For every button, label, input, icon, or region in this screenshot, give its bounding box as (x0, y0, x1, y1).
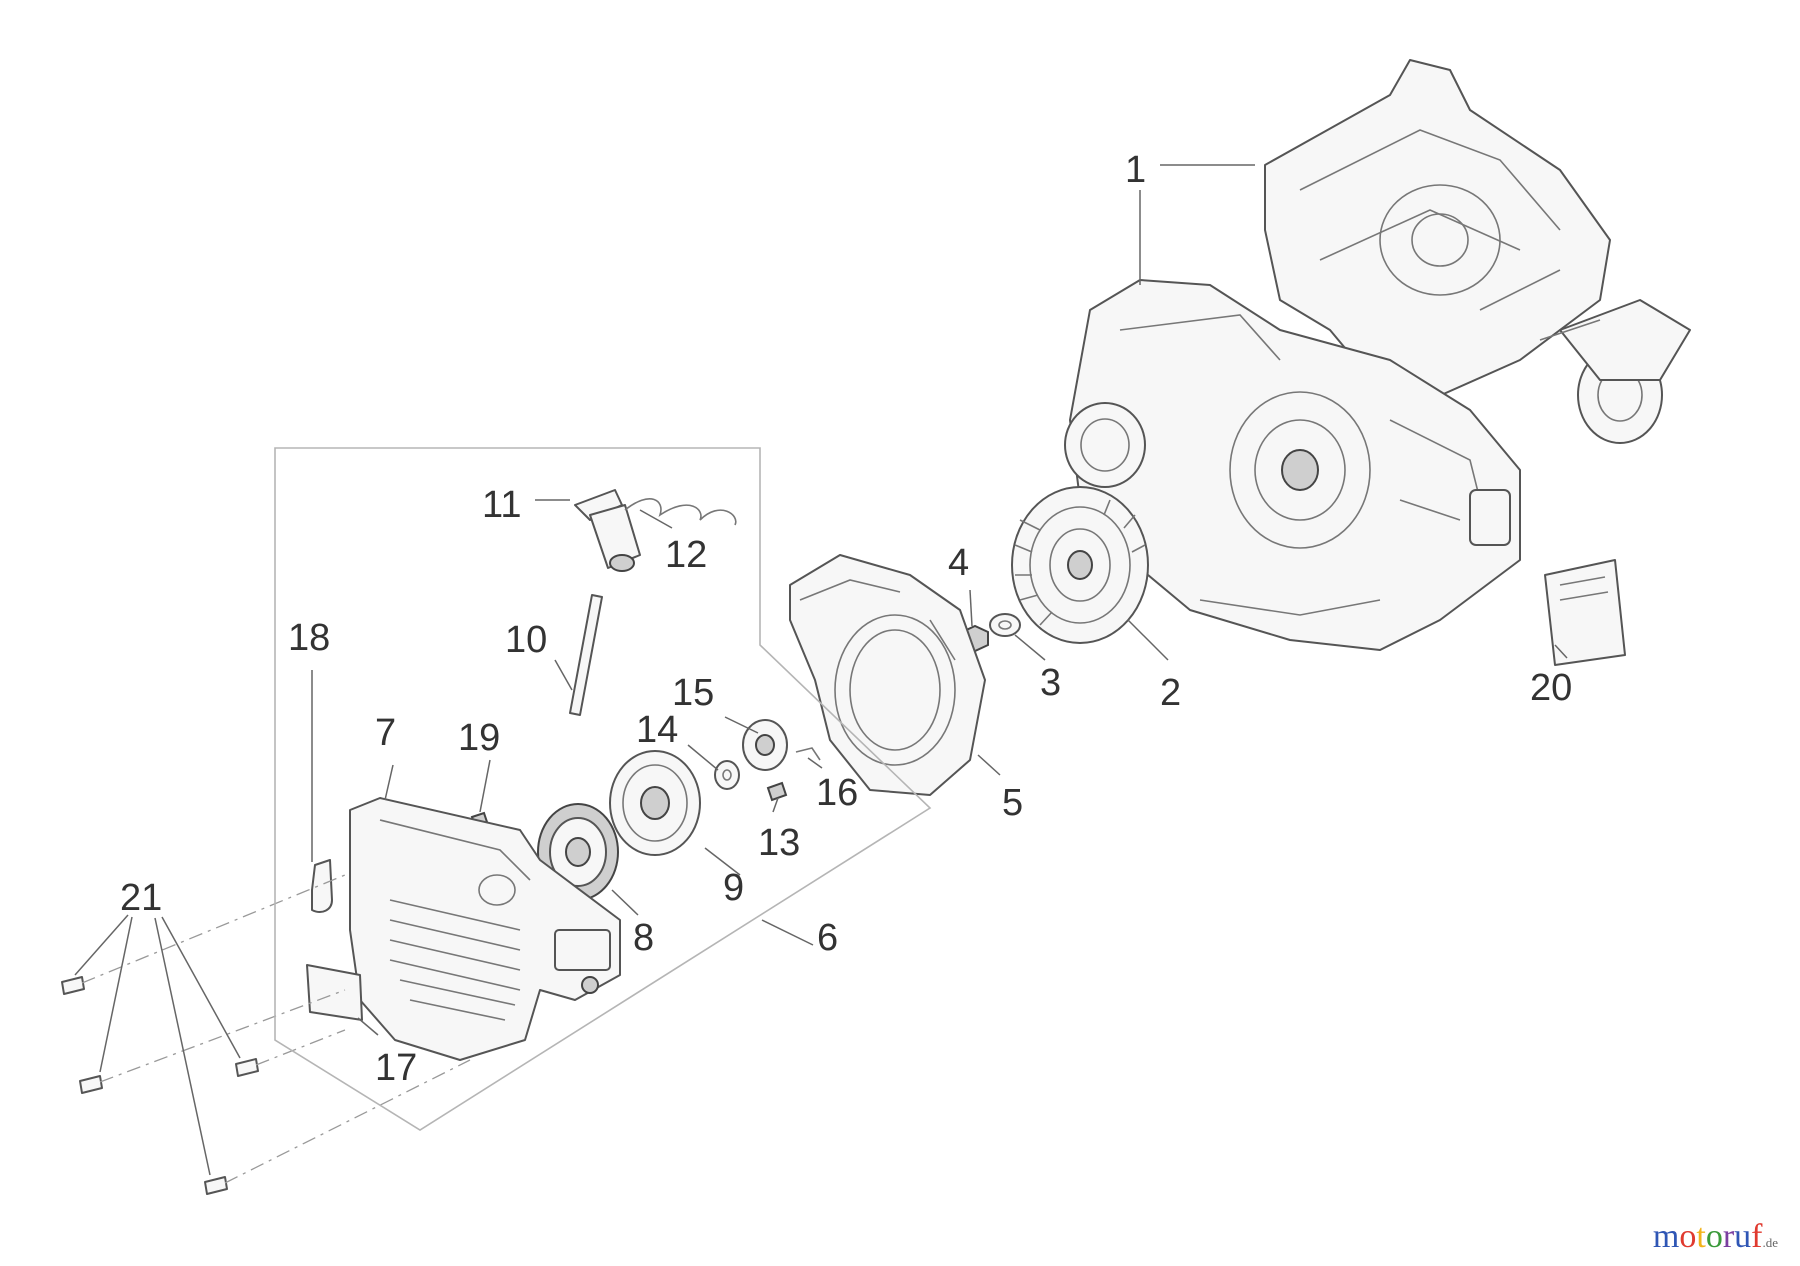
callout-12: 12 (665, 534, 707, 576)
callout-13: 13 (758, 822, 800, 864)
part-17-label (306, 964, 363, 1021)
callout-11: 11 (482, 484, 521, 526)
brand-letter: m (1652, 1218, 1680, 1255)
assembly-6-frame (274, 447, 932, 1131)
assembly-axis-lines (81, 874, 471, 1184)
part-20-plate (1544, 559, 1626, 666)
callout-4: 4 (948, 542, 969, 584)
part-13-screw (766, 781, 788, 802)
part-9-pulley (609, 750, 701, 856)
callout-10: 10 (505, 619, 547, 661)
parts-11-12-start-handle (574, 489, 737, 572)
brand-logo: motoruf.de (1653, 1218, 1778, 1256)
callout-7: 7 (375, 712, 396, 754)
brand-letter: t (1696, 1218, 1706, 1255)
callout-19: 19 (458, 717, 500, 759)
callout-16: 16 (816, 772, 858, 814)
part-21-screws (61, 976, 259, 1195)
part-10-tube (569, 594, 603, 716)
callout-14: 14 (636, 709, 678, 751)
brand-suffix: .de (1762, 1235, 1778, 1250)
brand-letter: o (1705, 1218, 1723, 1255)
callout-9: 9 (723, 867, 744, 909)
crankcase-rear (1264, 59, 1691, 444)
part-3-washer (989, 613, 1021, 637)
brand-letter: r (1722, 1218, 1735, 1255)
part-15-cap (742, 719, 788, 771)
callout-3: 3 (1040, 662, 1061, 704)
part-2-flywheel (1011, 486, 1149, 644)
part-7-starter-cover (349, 797, 621, 1061)
callout-6: 6 (817, 917, 838, 959)
crankcase-front (1064, 279, 1521, 651)
leader-lines (74, 164, 1568, 1176)
part-16-spring (795, 747, 821, 761)
callout-8: 8 (633, 917, 654, 959)
part-14-washer (714, 760, 740, 790)
callout-2: 2 (1160, 672, 1181, 714)
callout-17: 17 (375, 1047, 417, 1089)
brand-name: motoruf (1653, 1218, 1763, 1255)
callout-18: 18 (288, 617, 330, 659)
callout-5: 5 (1002, 782, 1023, 824)
callout-21: 21 (120, 877, 162, 919)
callout-20: 20 (1530, 667, 1572, 709)
callout-labels: 1 2 3 4 5 6 7 8 9 10 11 12 13 14 15 16 1… (120, 149, 1572, 1089)
brand-letter: f (1751, 1218, 1763, 1255)
callout-1: 1 (1125, 149, 1146, 191)
callout-15: 15 (672, 672, 714, 714)
part-5-fan-housing (789, 554, 986, 796)
brand-letter: u (1734, 1218, 1752, 1255)
brand-letter: o (1679, 1218, 1697, 1255)
part-18-hook (311, 859, 333, 913)
